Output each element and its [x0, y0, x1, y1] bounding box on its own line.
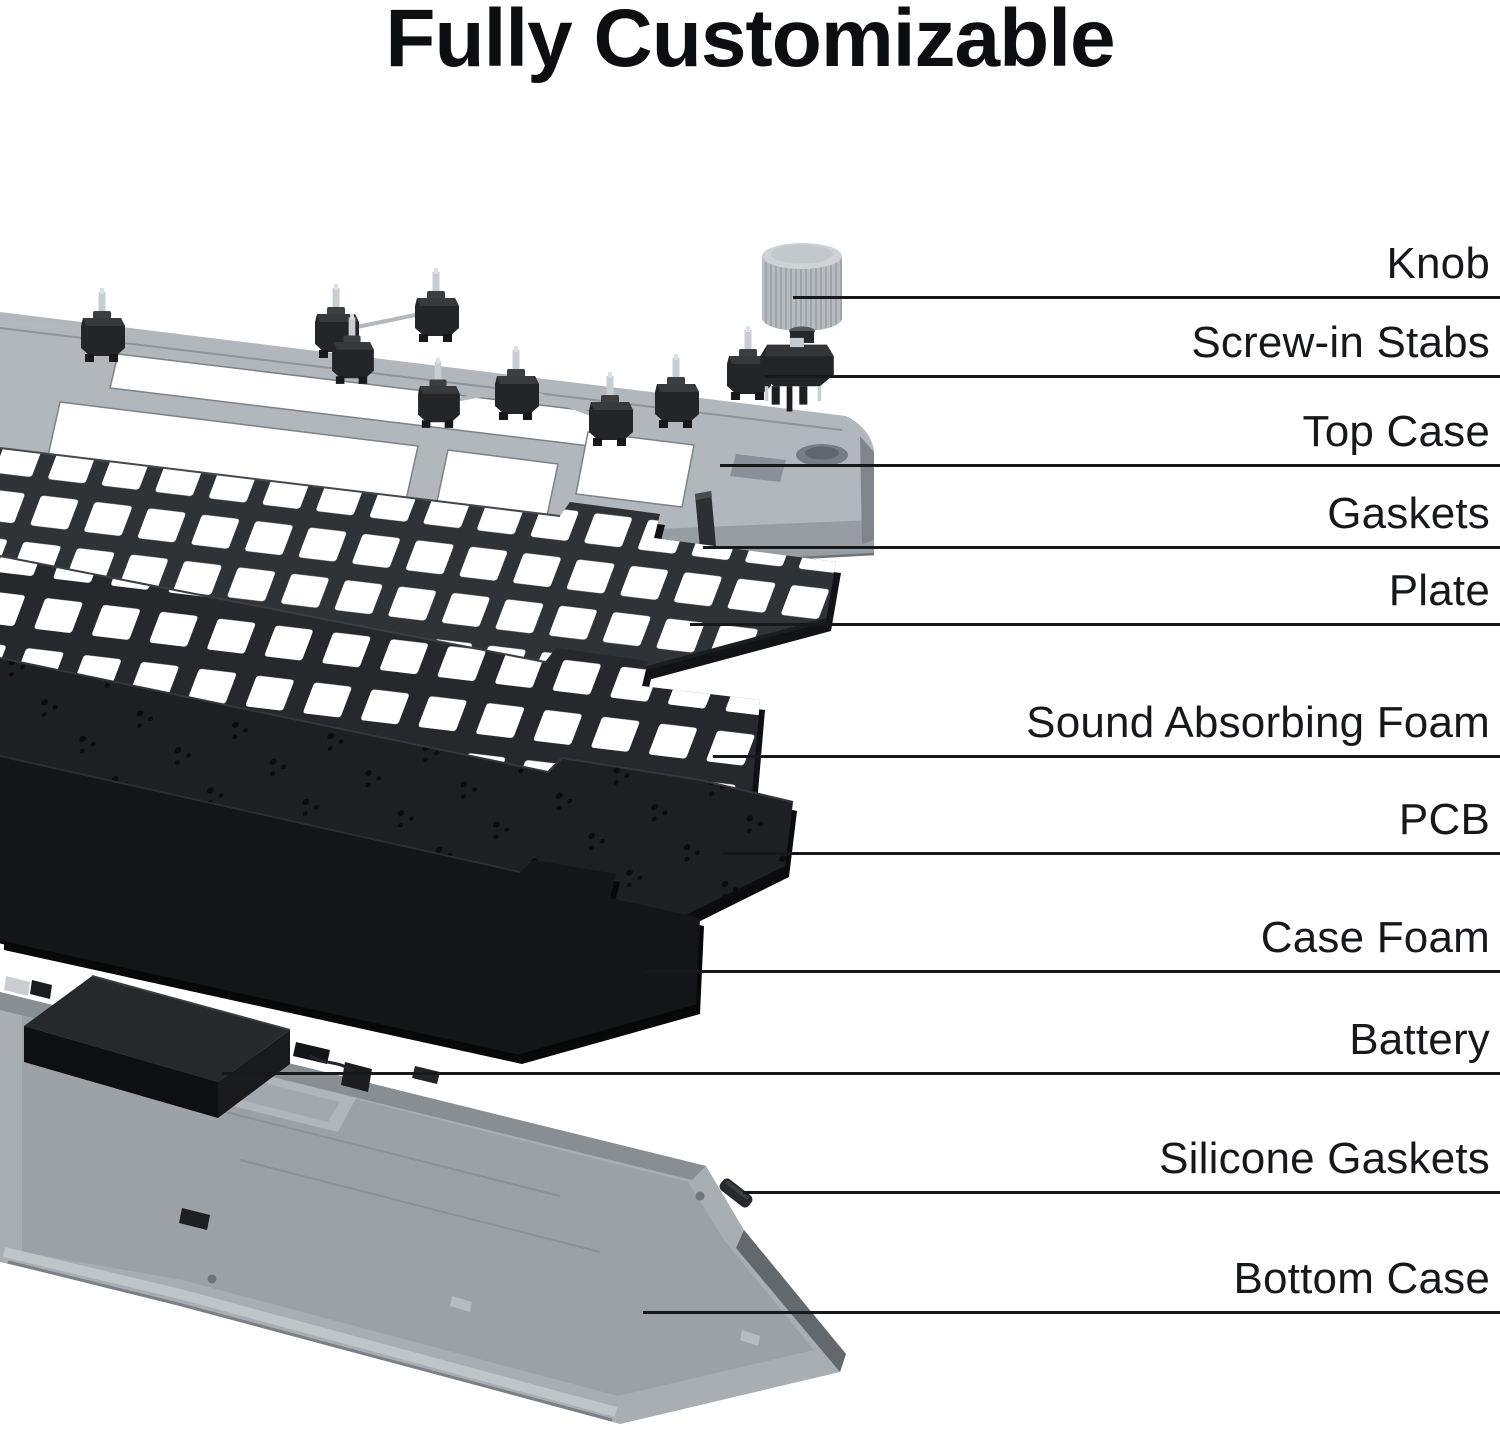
page-title: Fully Customizable: [385, 0, 1115, 84]
silicone-gasket-render: [719, 1178, 753, 1208]
battery-render: [4, 975, 354, 1118]
case-foam-render: [0, 755, 704, 1064]
knob-render: [760, 243, 842, 412]
screw-in-stabs-render: [0, 268, 771, 446]
